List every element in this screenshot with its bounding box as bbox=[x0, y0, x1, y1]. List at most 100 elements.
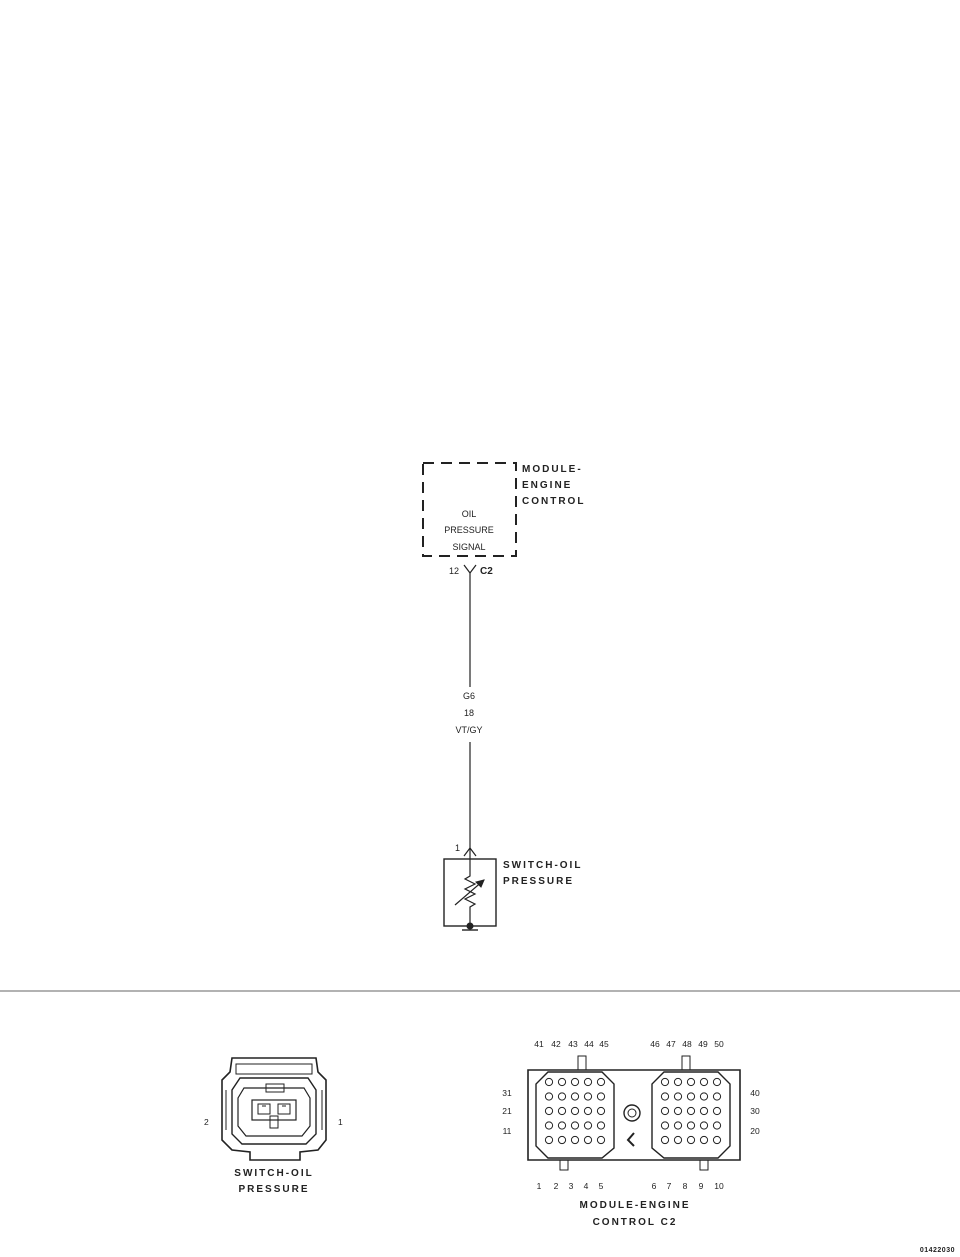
left-terminal-cavity bbox=[557, 1135, 567, 1145]
module-internal-line-2: PRESSURE bbox=[444, 525, 494, 535]
right-terminal-cavity bbox=[686, 1135, 696, 1145]
wire-circuit: G6 bbox=[463, 691, 475, 701]
row-label-11: 11 bbox=[503, 1126, 512, 1136]
variable-resistor-icon bbox=[463, 870, 477, 926]
figure-id: 01422030 bbox=[920, 1247, 955, 1254]
right-terminal-cavity bbox=[673, 1106, 683, 1116]
module-connector-symbol bbox=[463, 564, 477, 574]
left-terminal-cavity bbox=[596, 1135, 606, 1145]
right-terminal-cavity bbox=[699, 1135, 709, 1145]
left-terminal-cavity bbox=[544, 1121, 554, 1130]
pin-label-7: 7 bbox=[667, 1181, 672, 1191]
left-terminal-cavity bbox=[596, 1121, 606, 1130]
left-terminal-cavity bbox=[570, 1106, 580, 1116]
module-internal-line-1: OIL bbox=[462, 509, 477, 519]
left-terminal-cavity bbox=[596, 1077, 606, 1087]
module-pin-number: 12 bbox=[449, 566, 459, 576]
module-connector-name-line-2: CONTROL C2 bbox=[593, 1217, 678, 1228]
pin-label-10: 10 bbox=[714, 1181, 724, 1191]
right-terminal-cavity bbox=[673, 1092, 683, 1101]
right-terminal-cavity bbox=[673, 1121, 683, 1130]
module-connector-id: C2 bbox=[480, 566, 493, 577]
pin-label-9: 9 bbox=[699, 1181, 704, 1191]
module-connector-name-line-1: MODULE-ENGINE bbox=[580, 1200, 691, 1211]
right-terminal-cavity bbox=[660, 1077, 670, 1087]
right-terminal-cavity bbox=[712, 1135, 722, 1145]
right-terminal-cavity bbox=[660, 1135, 670, 1145]
pin-label-4: 4 bbox=[584, 1181, 589, 1191]
row-label-20: 20 bbox=[750, 1126, 760, 1136]
module-internal-line-3: SIGNAL bbox=[452, 542, 485, 552]
module-name-line-3: CONTROL bbox=[522, 496, 585, 507]
right-terminal-cavity bbox=[699, 1077, 709, 1087]
sensor-name-line-2: PRESSURE bbox=[503, 876, 574, 887]
sensor-pin-number: 1 bbox=[455, 843, 460, 853]
pin-label-48: 48 bbox=[682, 1039, 692, 1049]
right-terminal-cavity bbox=[686, 1092, 696, 1101]
pin-label-41: 41 bbox=[534, 1039, 544, 1049]
wire-color: VT/GY bbox=[455, 725, 482, 735]
left-terminal-cavity bbox=[583, 1092, 593, 1101]
switch-connector-right-pin: 1 bbox=[338, 1117, 343, 1127]
row-label-21: 21 bbox=[502, 1106, 512, 1116]
wire-gauge: 18 bbox=[464, 708, 474, 718]
pin-label-43: 43 bbox=[568, 1039, 578, 1049]
pin-label-45: 45 bbox=[599, 1039, 609, 1049]
right-terminal-cavity bbox=[686, 1106, 696, 1116]
variable-resistor-arrow-head bbox=[475, 879, 485, 888]
right-terminal-cavity bbox=[673, 1135, 683, 1145]
right-terminal-cavity bbox=[699, 1121, 709, 1130]
left-terminal-cavity bbox=[583, 1135, 593, 1145]
right-terminal-cavity bbox=[699, 1092, 709, 1101]
sensor-name-line-1: SWITCH-OIL bbox=[503, 860, 582, 871]
right-terminal-cavity bbox=[712, 1092, 722, 1101]
module-name-line-1: MODULE- bbox=[522, 464, 583, 475]
row-label-31: 31 bbox=[502, 1088, 512, 1098]
right-terminal-cavity bbox=[686, 1077, 696, 1087]
ground-node bbox=[466, 922, 474, 930]
left-terminal-cavity bbox=[596, 1092, 606, 1101]
pin-label-1: 1 bbox=[537, 1181, 542, 1191]
row-label-40: 40 bbox=[750, 1088, 760, 1098]
right-terminal-cavity bbox=[712, 1077, 722, 1087]
module-outline bbox=[422, 462, 517, 557]
left-terminal-cavity bbox=[570, 1121, 580, 1130]
right-terminal-cavity bbox=[712, 1106, 722, 1116]
pin-label-50: 50 bbox=[714, 1039, 724, 1049]
pin-label-47: 47 bbox=[666, 1039, 676, 1049]
switch-connector-name-line-2: PRESSURE bbox=[238, 1184, 309, 1195]
pin-label-2: 2 bbox=[554, 1181, 559, 1191]
right-terminal-cavity bbox=[673, 1077, 683, 1087]
left-terminal-cavity bbox=[544, 1077, 554, 1087]
right-terminal-cavity bbox=[712, 1121, 722, 1130]
pin-label-49: 49 bbox=[698, 1039, 708, 1049]
left-terminal-cavity bbox=[557, 1106, 567, 1116]
left-terminal-cavity bbox=[583, 1077, 593, 1087]
left-terminal-cavity bbox=[570, 1135, 580, 1145]
left-terminal-cavity bbox=[544, 1135, 554, 1145]
right-terminal-cavity bbox=[660, 1106, 670, 1116]
pin-label-44: 44 bbox=[584, 1039, 594, 1049]
pin-label-42: 42 bbox=[551, 1039, 561, 1049]
module-name-line-2: ENGINE bbox=[522, 480, 572, 491]
pin-label-8: 8 bbox=[683, 1181, 688, 1191]
left-terminal-cavity bbox=[544, 1092, 554, 1101]
pin-label-46: 46 bbox=[650, 1039, 660, 1049]
right-terminal-cavity bbox=[660, 1121, 670, 1130]
pin-label-6: 6 bbox=[652, 1181, 657, 1191]
switch-connector-face bbox=[221, 1057, 327, 1161]
switch-connector-name-line-1: SWITCH-OIL bbox=[234, 1168, 313, 1179]
pin-label-3: 3 bbox=[569, 1181, 574, 1191]
left-terminal-cavity bbox=[557, 1092, 567, 1101]
left-terminal-cavity bbox=[583, 1121, 593, 1130]
right-terminal-cavity bbox=[660, 1092, 670, 1101]
left-terminal-cavity bbox=[570, 1077, 580, 1087]
pin-label-5: 5 bbox=[599, 1181, 604, 1191]
module-connector-face bbox=[527, 1055, 741, 1171]
left-terminal-cavity bbox=[557, 1121, 567, 1130]
row-label-30: 30 bbox=[750, 1106, 760, 1116]
left-terminal-cavity bbox=[596, 1106, 606, 1116]
switch-connector-left-pin: 2 bbox=[204, 1117, 209, 1127]
right-terminal-cavity bbox=[699, 1106, 709, 1116]
